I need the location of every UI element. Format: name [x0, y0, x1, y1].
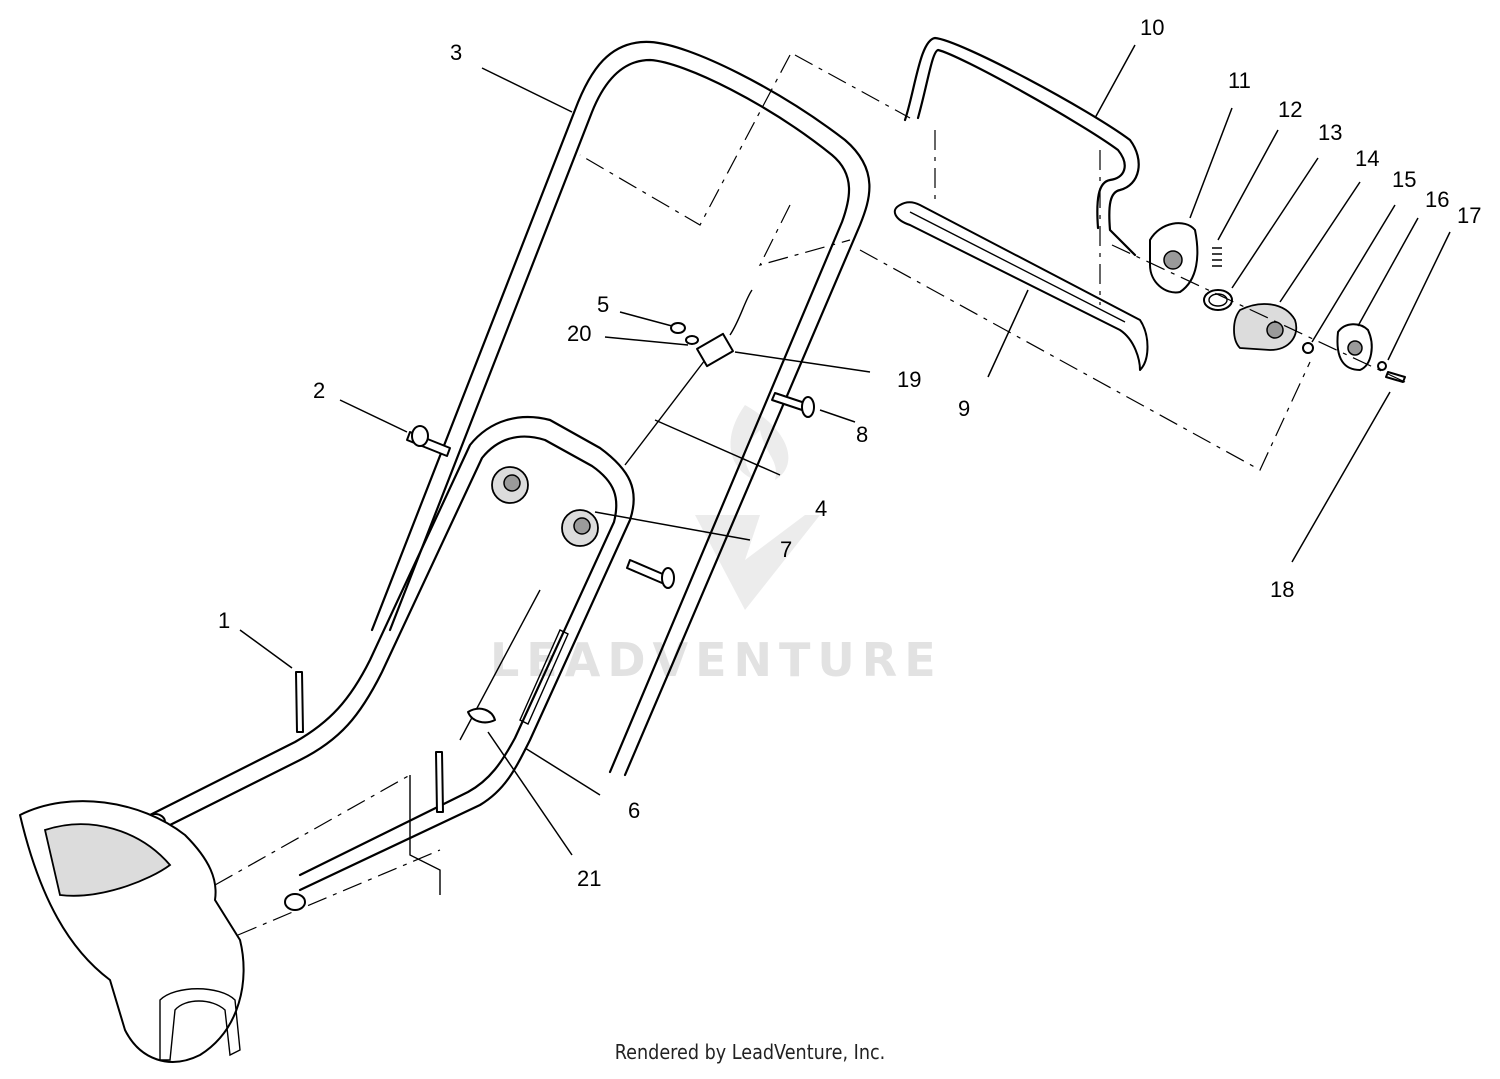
assembly-line-b — [579, 54, 791, 226]
recoil-housing — [1149, 222, 1199, 294]
control-bail — [893, 201, 1149, 371]
callout-9: 9 — [958, 396, 970, 421]
pawl-bracket — [1233, 303, 1298, 351]
end-cap — [1336, 323, 1373, 371]
assembly-line-i — [237, 849, 441, 936]
switch-box — [696, 332, 734, 368]
callout-15: 15 — [1392, 167, 1416, 192]
callout-14: 14 — [1355, 146, 1379, 171]
knob-lower — [561, 509, 599, 547]
watermark-flame-logo — [695, 405, 820, 610]
long-bolt-lower — [435, 751, 444, 813]
knob-upper — [491, 466, 529, 504]
lower-handle-end-right — [284, 893, 306, 911]
callout-6: 6 — [628, 798, 640, 823]
callout-4: 4 — [815, 496, 827, 521]
bolt-2 — [406, 425, 451, 457]
callout-11: 11 — [1228, 68, 1251, 93]
leader-lines — [239, 44, 1451, 856]
callout-10: 10 — [1140, 15, 1164, 40]
spring-small — [1212, 247, 1222, 267]
callout-8: 8 — [856, 422, 868, 447]
small-washer — [1302, 342, 1314, 354]
callout-1: 1 — [218, 608, 230, 633]
callout-13: 13 — [1318, 120, 1342, 145]
mower-housing — [19, 800, 245, 1063]
washer — [685, 335, 699, 345]
rope-guide-handle-inner — [916, 48, 1126, 230]
callout-20: 20 — [567, 321, 591, 346]
callout-12: 12 — [1278, 97, 1302, 122]
assembly-line-d — [859, 249, 1311, 471]
torsion-spring — [1203, 289, 1233, 311]
lower-handle — [148, 416, 635, 892]
callout-16: 16 — [1425, 187, 1449, 212]
bolt-8 — [771, 392, 815, 418]
nut — [670, 322, 686, 334]
cable-guide — [519, 629, 569, 725]
callout-7: 7 — [780, 537, 792, 562]
callout-21: 21 — [577, 866, 601, 891]
callout-2: 2 — [313, 378, 325, 403]
callout-19: 19 — [897, 367, 921, 392]
assembly-line-a — [794, 54, 911, 119]
footer-credit: Rendered by LeadVenture, Inc. — [614, 1040, 886, 1064]
assembly-line-c — [758, 204, 851, 266]
callout-18: 18 — [1270, 577, 1294, 602]
upper-handle — [370, 40, 871, 777]
upper-handle-inner — [388, 58, 851, 774]
callout-5: 5 — [597, 292, 609, 317]
control-bail-ribs — [909, 211, 1126, 323]
control-cable — [624, 359, 706, 466]
cable-end — [729, 289, 753, 336]
screw-washer — [1377, 361, 1387, 371]
long-bolt-1 — [295, 671, 304, 733]
bolt-lower — [626, 559, 675, 589]
mounting-bracket — [409, 775, 441, 895]
callout-labels: 1 2 3 4 5 6 7 8 9 10 11 12 13 14 15 16 1… — [218, 15, 1481, 891]
callout-3: 3 — [450, 40, 462, 65]
cable-clip — [467, 707, 496, 724]
rope-guide-handle — [903, 36, 1140, 257]
callout-17: 17 — [1457, 203, 1481, 228]
assembly-line-g — [1111, 244, 1406, 383]
